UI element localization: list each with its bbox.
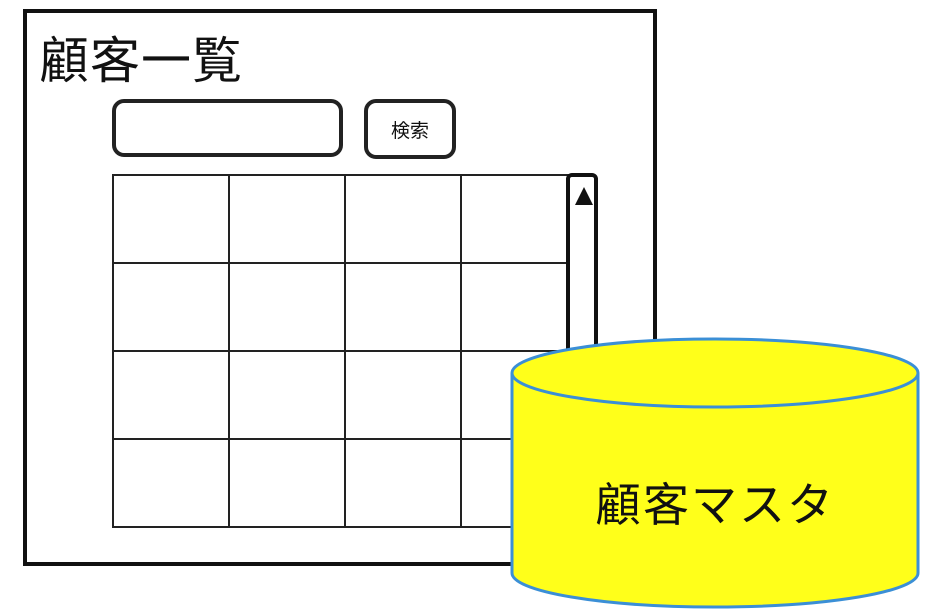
customer-table xyxy=(112,174,578,528)
customer-master-database: 顧客マスタ xyxy=(509,335,921,609)
table-cell xyxy=(344,174,462,264)
search-input[interactable] xyxy=(112,99,343,157)
database-label: 顧客マスタ xyxy=(595,478,835,532)
table-cell xyxy=(112,438,230,528)
table-cell xyxy=(112,262,230,352)
scroll-up-arrow-icon[interactable] xyxy=(575,187,593,205)
table-cell xyxy=(112,174,230,264)
table-cell xyxy=(228,174,346,264)
table-cell xyxy=(228,350,346,440)
table-row xyxy=(112,174,578,264)
page-title: 顧客一覧 xyxy=(39,32,243,90)
table-cell xyxy=(112,350,230,440)
table-row xyxy=(112,438,578,528)
table-cell xyxy=(228,262,346,352)
table-cell xyxy=(344,262,462,352)
table-cell xyxy=(460,262,578,352)
table-cell xyxy=(344,438,462,528)
database-cylinder-icon xyxy=(510,337,920,609)
table-row xyxy=(112,350,578,440)
table-cell xyxy=(228,438,346,528)
table-cell xyxy=(460,174,578,264)
search-button[interactable]: 検索 xyxy=(364,99,456,159)
table-row xyxy=(112,262,578,352)
table-cell xyxy=(344,350,462,440)
